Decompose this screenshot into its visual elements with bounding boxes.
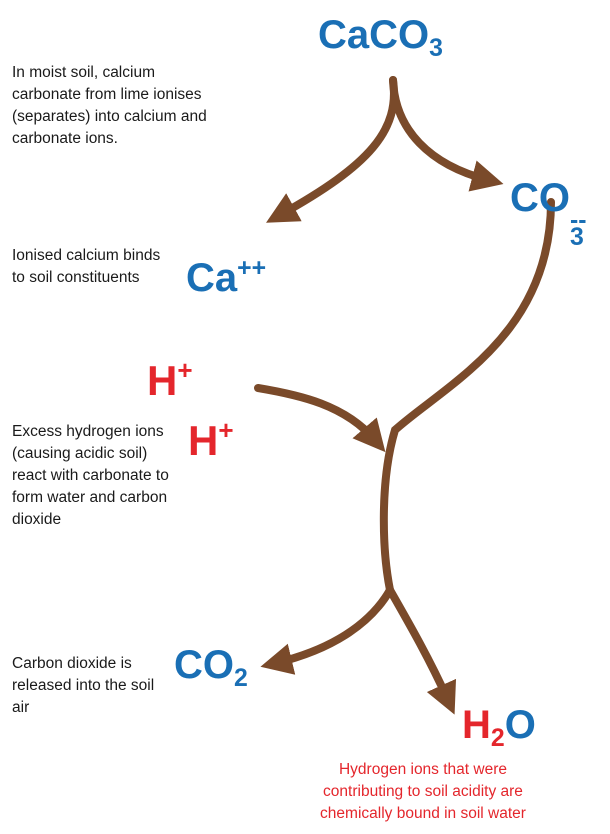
carbonate-ion-formula: CO--3: [510, 176, 587, 251]
hydrogen-ion-formula-2: H+: [188, 414, 234, 464]
note-carbon-dioxide: Carbon dioxide is released into the soil…: [12, 655, 155, 716]
arrow-to-water: [386, 586, 457, 715]
note-ionisation: In moist soil, calcium carbonate from li…: [12, 64, 207, 147]
arrow-to-carbonate: [389, 76, 504, 192]
arrow-to-calcium: [266, 76, 398, 223]
water-formula: H2O: [462, 703, 536, 752]
calcium-ion-formula: Ca++: [186, 254, 267, 300]
carbon-dioxide-formula: CO2: [174, 643, 248, 692]
arrow-hydrogen-to-reaction: [254, 384, 386, 453]
calcium-carbonate-formula: CaCO3: [318, 13, 443, 62]
note-water: Hydrogen ions that were contributing to …: [320, 761, 526, 822]
note-hydrogen: Excess hydrogen ions (causing acidic soi…: [12, 423, 169, 528]
arrow-to-carbon-dioxide: [260, 586, 394, 675]
hydrogen-ion-formula-1: H+: [147, 354, 193, 404]
carbonate-to-reaction-curve: [379, 198, 555, 594]
note-calcium: Ionised calcium binds to soil constituen…: [12, 247, 161, 286]
